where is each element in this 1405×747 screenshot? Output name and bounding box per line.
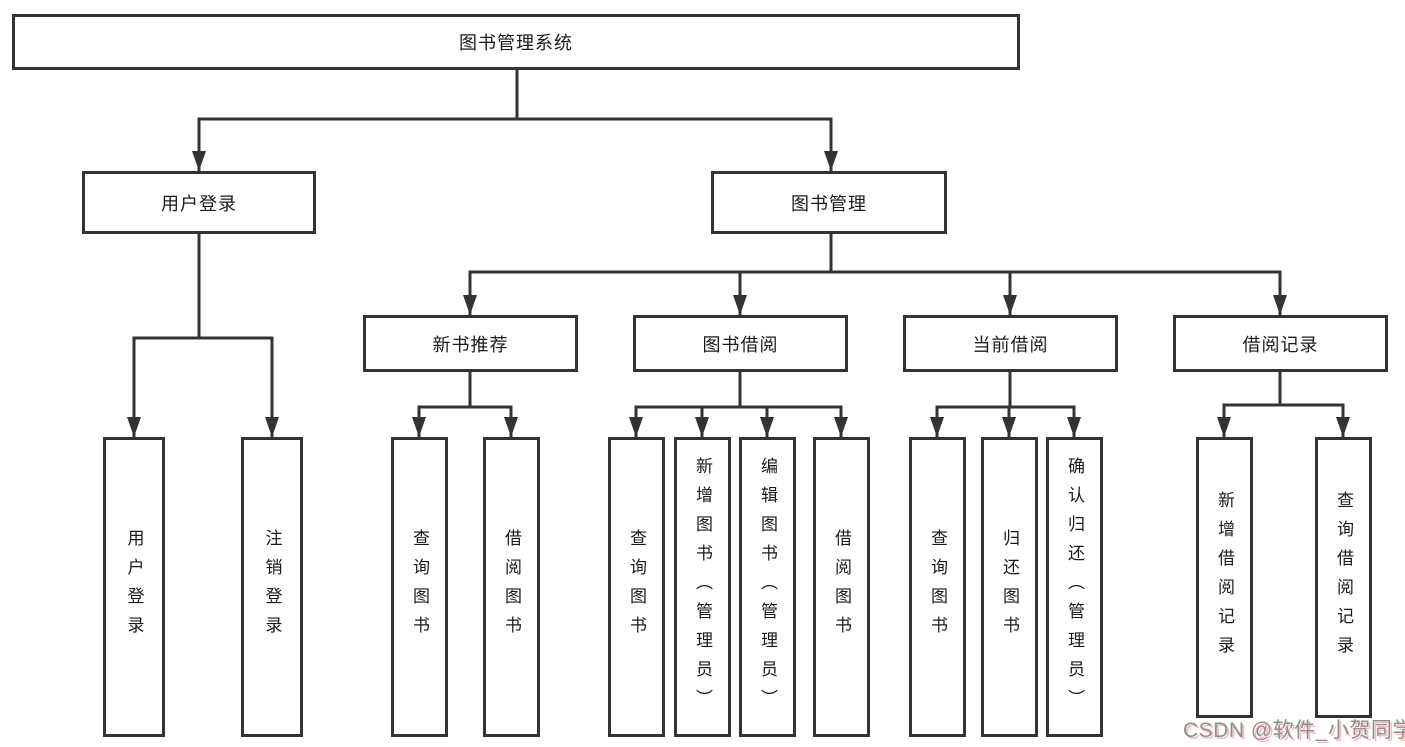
node-label: 新书推荐 bbox=[432, 334, 509, 355]
node-label: 查询图书 bbox=[928, 529, 947, 645]
node-book-management: 图书管理 bbox=[711, 171, 947, 234]
leaf-borrow-books-recommend: 借阅图书 bbox=[483, 437, 540, 737]
node-current-borrowing: 当前借阅 bbox=[903, 315, 1118, 372]
leaf-query-books-recommend: 查询图书 bbox=[391, 437, 448, 737]
node-label: 借阅图书 bbox=[502, 529, 521, 645]
node-label: 借阅图书 bbox=[832, 529, 851, 645]
node-label: 图书管理系统 bbox=[459, 33, 573, 53]
node-label: 借阅记录 bbox=[1242, 334, 1319, 355]
leaf-query-books-borrowing: 查询图书 bbox=[608, 437, 665, 737]
node-label: 新增借阅记录 bbox=[1215, 490, 1234, 665]
node-label: 新增图书（管理员） bbox=[693, 456, 712, 718]
node-label: 编辑图书（管理员） bbox=[758, 456, 777, 718]
leaf-logout-login: 注销登录 bbox=[241, 437, 303, 737]
leaf-borrow-books: 借阅图书 bbox=[813, 437, 870, 737]
leaf-query-books-current: 查询图书 bbox=[909, 437, 966, 737]
leaf-query-borrow-record: 查询借阅记录 bbox=[1315, 437, 1372, 718]
node-library-management-system: 图书管理系统 bbox=[12, 14, 1020, 70]
node-label: 查询借阅记录 bbox=[1334, 490, 1353, 665]
leaf-confirm-return-admin: 确认归还（管理员） bbox=[1046, 437, 1103, 737]
node-label: 查询图书 bbox=[627, 529, 646, 645]
node-label: 当前借阅 bbox=[972, 334, 1049, 355]
node-borrowing-records: 借阅记录 bbox=[1173, 315, 1388, 372]
node-label: 图书借阅 bbox=[702, 334, 779, 355]
node-label: 归还图书 bbox=[1000, 529, 1019, 645]
node-label: 查询图书 bbox=[410, 529, 429, 645]
leaf-add-books-admin: 新增图书（管理员） bbox=[674, 437, 731, 737]
leaf-edit-books-admin: 编辑图书（管理员） bbox=[739, 437, 796, 737]
node-user-login: 用户登录 bbox=[82, 171, 316, 234]
node-label: 用户登录 bbox=[161, 193, 237, 214]
leaf-user-login: 用户登录 bbox=[103, 437, 165, 737]
node-book-borrowing: 图书借阅 bbox=[633, 315, 848, 372]
node-label: 确认归还（管理员） bbox=[1065, 456, 1084, 718]
leaf-return-books: 归还图书 bbox=[981, 437, 1038, 737]
leaf-add-borrow-record: 新增借阅记录 bbox=[1196, 437, 1253, 718]
csdn-watermark: CSDN @软件_小贺同学 bbox=[1183, 719, 1405, 742]
node-new-book-recommendation: 新书推荐 bbox=[363, 315, 578, 372]
node-label: 用户登录 bbox=[124, 529, 144, 645]
node-label: 图书管理 bbox=[791, 193, 867, 214]
node-label: 注销登录 bbox=[262, 529, 282, 645]
